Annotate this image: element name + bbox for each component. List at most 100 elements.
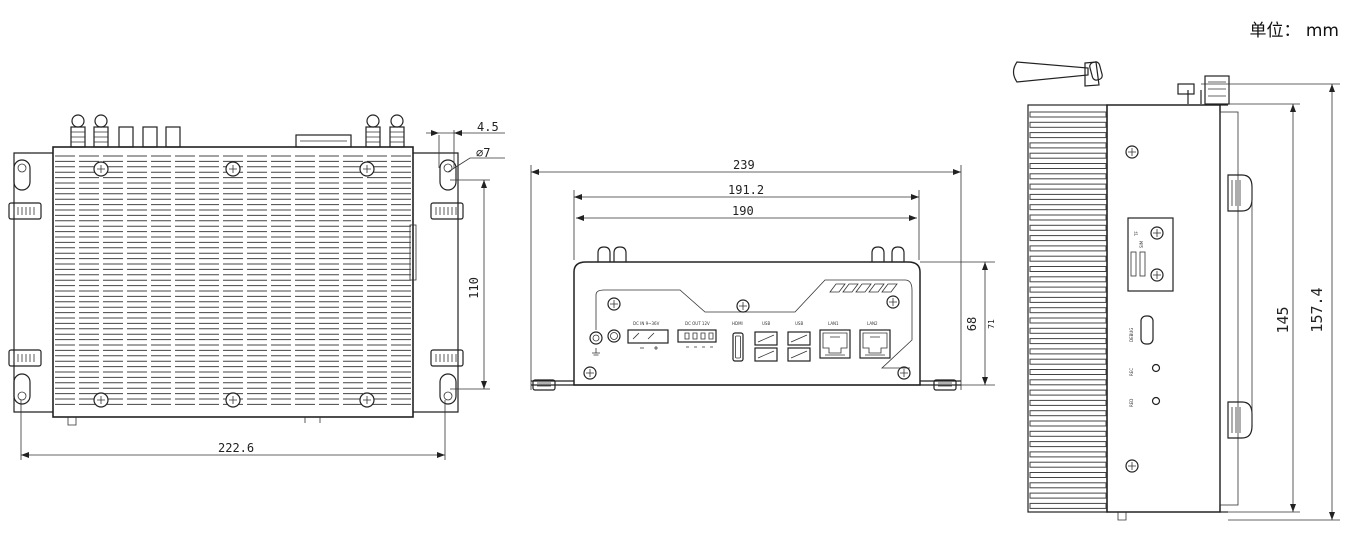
fin (1029, 451, 1107, 458)
vent-slot (842, 283, 859, 293)
fin (1029, 472, 1107, 478)
label-debug: DEBUG (1129, 328, 1134, 342)
dimension-hole: ⌀7 (447, 146, 505, 173)
dimension-mid: 191.2 (573, 183, 920, 260)
dimension-front-height: 68 71 (920, 261, 996, 386)
dim-height-value: 110 (467, 277, 481, 299)
side-body (1106, 104, 1221, 513)
fin (1029, 492, 1107, 499)
fin (1029, 399, 1107, 406)
screw (93, 392, 109, 408)
fin (1029, 286, 1107, 293)
screw (1150, 226, 1164, 240)
fin (1029, 235, 1107, 242)
label-hdmi: HDMI (732, 321, 743, 326)
front-body (573, 261, 921, 386)
rubber-foot (8, 202, 42, 220)
usb-port-2: USB (787, 321, 811, 362)
cooling-fins (55, 155, 411, 405)
rec-led: REC (1129, 363, 1161, 376)
fin (1029, 121, 1107, 128)
fin (1029, 152, 1107, 159)
port-block (142, 126, 158, 148)
fin (1029, 142, 1107, 149)
fin (1029, 389, 1107, 396)
screw (225, 392, 241, 408)
antenna-connector (1204, 75, 1230, 105)
rubber-foot (430, 202, 464, 220)
fin (1029, 163, 1107, 169)
screws (93, 161, 375, 408)
label-dc-out: DC OUT 12V (685, 321, 710, 326)
dim-mid-value: 191.2 (728, 183, 764, 197)
hdmi-port: HDMI (732, 321, 744, 362)
front-foot (933, 379, 957, 391)
dim-offset-value: 4.5 (477, 120, 499, 134)
usb-port-1: USB (754, 321, 778, 362)
side-foot (1227, 401, 1253, 439)
side-foot (1227, 174, 1253, 212)
rubber-foot (430, 349, 464, 367)
fin (1029, 307, 1107, 314)
screw (1125, 145, 1139, 159)
dimension-side-inner: 145 (1220, 103, 1300, 513)
label-usb-2: USB (795, 321, 803, 326)
dim-front-height-alt: 71 (987, 319, 996, 329)
fin (1029, 204, 1107, 211)
label-lan-1: LAN1 (828, 321, 839, 326)
antenna-connector (70, 114, 86, 148)
keyhole-slot (13, 159, 31, 191)
fin (1029, 173, 1107, 180)
dimension-height: 110 (450, 179, 490, 390)
screw (93, 161, 109, 177)
fin (1029, 369, 1107, 375)
label-dc-in: DC IN 9~36V (633, 321, 660, 326)
screw (359, 161, 375, 177)
side-view: TF SIM DEBUG REC RED 145 (1012, 61, 1340, 521)
screw (607, 297, 621, 311)
fin (1029, 296, 1107, 303)
lan-port-2: LAN2 (859, 321, 891, 359)
screw (359, 392, 375, 408)
antenna (1012, 61, 1202, 104)
label-sim: SIM (1139, 240, 1144, 248)
fin (1029, 183, 1107, 190)
keyhole-slot (13, 373, 31, 405)
dim-side-outer-value: 157.4 (1308, 287, 1326, 332)
fin (1029, 193, 1107, 200)
screw (1125, 459, 1139, 473)
fin (1029, 348, 1107, 355)
serial-port (295, 134, 352, 148)
dim-hole-value: ⌀7 (476, 146, 490, 160)
screw (886, 295, 900, 309)
label-pwr: RED (1129, 399, 1134, 407)
fin (1029, 430, 1107, 437)
debug-port: DEBUG (1129, 315, 1154, 345)
dim-overall-value: 239 (733, 158, 755, 172)
dimension-inner: 190 (576, 204, 917, 221)
fin (1029, 502, 1107, 509)
fin (1029, 266, 1107, 272)
lan-port-1: LAN1 (819, 321, 851, 359)
dimension-offset: 4.5 (426, 120, 505, 168)
label-lan-2: LAN2 (867, 321, 878, 326)
dimension-width: 222.6 (20, 400, 446, 460)
screw (897, 366, 911, 380)
fin (1029, 482, 1107, 489)
fin (1029, 317, 1107, 324)
dim-front-height-value: 68 (965, 317, 979, 331)
screw (225, 161, 241, 177)
fin (1029, 111, 1107, 118)
vent-slot (881, 283, 898, 293)
fin (1029, 255, 1107, 262)
fin (1029, 379, 1107, 386)
antenna-connector (93, 114, 109, 148)
power-button (607, 329, 621, 343)
fin (1029, 276, 1107, 283)
rubber-foot (8, 349, 42, 367)
fin (1029, 245, 1107, 252)
screw (583, 366, 597, 380)
dc-out-port: DC OUT 12V (677, 321, 717, 348)
fin (1029, 327, 1107, 334)
